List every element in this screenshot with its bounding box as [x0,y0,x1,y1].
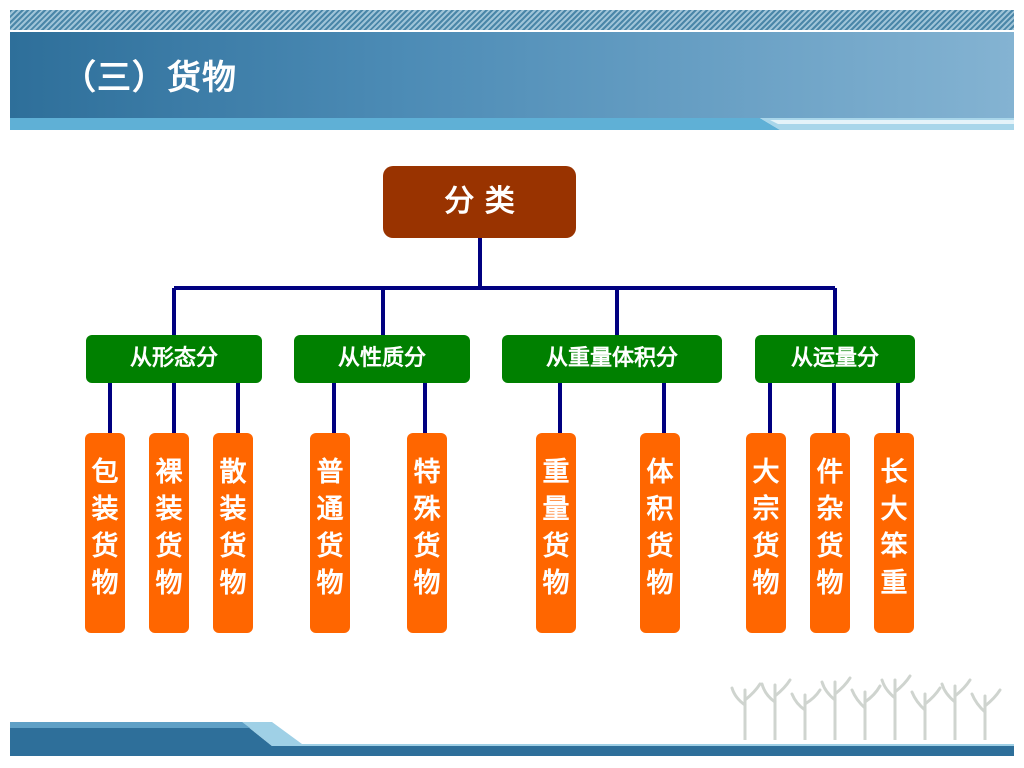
leaf-bulk-goods: 散装货物 [213,433,253,633]
title-underline [10,118,1014,130]
category-nature: 从性质分 [294,335,470,383]
leaf-general-goods: 普通货物 [310,433,350,633]
title-bar [10,32,1014,118]
footer-bar [10,722,1014,756]
plant-decoration [730,674,1002,740]
leaf-special-goods: 特殊货物 [407,433,447,633]
category-form: 从形态分 [86,335,262,383]
leaf-general-cargo: 件杂货物 [810,433,850,633]
root-node: 分 类 [383,166,576,238]
page-title: （三）货物 [62,58,237,98]
leaf-unpacked-goods: 裸装货物 [149,433,189,633]
header-stripe [10,10,1014,30]
leaf-bulk-cargo: 大宗货物 [746,433,786,633]
leaf-heavy-lift-cargo: 长大笨重 [874,433,914,633]
leaf-weight-goods: 重量货物 [536,433,576,633]
category-transport-volume: 从运量分 [755,335,915,383]
leaf-packaged-goods: 包装货物 [85,433,125,633]
category-weight-volume: 从重量体积分 [502,335,722,383]
leaf-volume-goods: 体积货物 [640,433,680,633]
